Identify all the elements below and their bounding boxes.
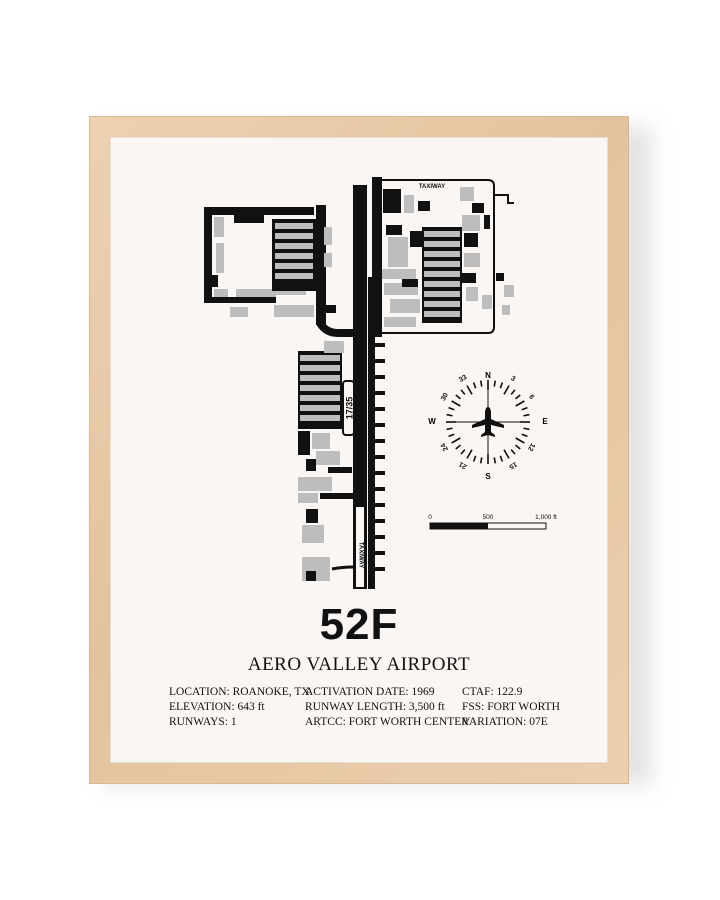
taxiway-label-north: TAXIWAY [419, 184, 445, 190]
runway-label: 17/35 [344, 397, 354, 420]
airport-name: AERO VALLEY AIRPORT [247, 654, 471, 675]
detail-artcc: ARTCC: FORT WORTH CENTER [305, 716, 469, 728]
detail-runways: RUNWAYS: 1 [169, 716, 237, 728]
scale-label-0: 0 [428, 514, 432, 521]
compass-e: E [542, 417, 548, 426]
airport-code: 52F [319, 600, 399, 649]
detail-location: LOCATION: ROANOKE, TX [169, 686, 310, 698]
heading-30: 30 [440, 392, 450, 402]
details-column-1: LOCATION: ROANOKE, TX ELEVATION: 643 ft … [169, 685, 310, 730]
detail-ctaf: CTAF: 122.9 [462, 686, 523, 698]
detail-variation: VARIATION: 07E [462, 716, 548, 728]
poster-mat: TAXIWAY 17/35 [110, 137, 608, 763]
heading-6: 6 [527, 394, 535, 401]
heading-33: 33 [458, 374, 468, 384]
compass-s: S [485, 472, 491, 481]
scale-label-500: 500 [483, 514, 494, 521]
scale-label-1000: 1,000 ft [535, 514, 557, 521]
airport-diagram: TAXIWAY 17/35 [204, 177, 557, 589]
nw-hangar-complex [204, 205, 353, 337]
details-column-2: ACTIVATION DATE: 1969 RUNWAY LENGTH: 3,5… [305, 685, 469, 730]
compass-rose: N E S W 3 6 12 15 21 24 30 33 [428, 371, 548, 481]
scale-bar: 0 500 1,000 ft [428, 514, 557, 530]
airplane-icon [472, 407, 504, 437]
sw-hangar-complex [298, 341, 354, 581]
details-column-3: CTAF: 122.9 FSS: FORT WORTH VARIATION: 0… [462, 685, 560, 730]
taxiway-label-runway: TAXIWAY [357, 542, 363, 568]
ne-hangar-complex [372, 177, 514, 337]
detail-elevation: ELEVATION: 643 ft [169, 701, 265, 713]
compass-w: W [428, 417, 436, 426]
heading-24: 24 [440, 442, 450, 452]
detail-activation-date: ACTIVATION DATE: 1969 [305, 686, 435, 698]
detail-runway-length: RUNWAY LENGTH: 3,500 ft [305, 701, 445, 713]
heading-15: 15 [508, 460, 518, 470]
detail-fss: FSS: FORT WORTH [462, 701, 560, 713]
heading-21: 21 [458, 460, 468, 470]
compass-n: N [485, 371, 491, 380]
heading-3: 3 [509, 375, 516, 383]
heading-12: 12 [526, 442, 536, 452]
runway-17-35 [342, 185, 385, 589]
